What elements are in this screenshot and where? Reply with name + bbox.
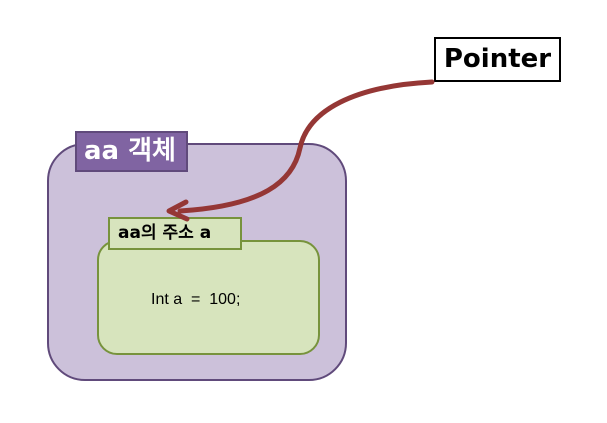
object-label: aa 객체 xyxy=(75,131,188,172)
member-container xyxy=(97,240,320,355)
pointer-label: Pointer xyxy=(434,37,561,82)
address-label: aa의 주소 a xyxy=(108,217,242,250)
code-text: Int a = 100; xyxy=(151,291,241,308)
